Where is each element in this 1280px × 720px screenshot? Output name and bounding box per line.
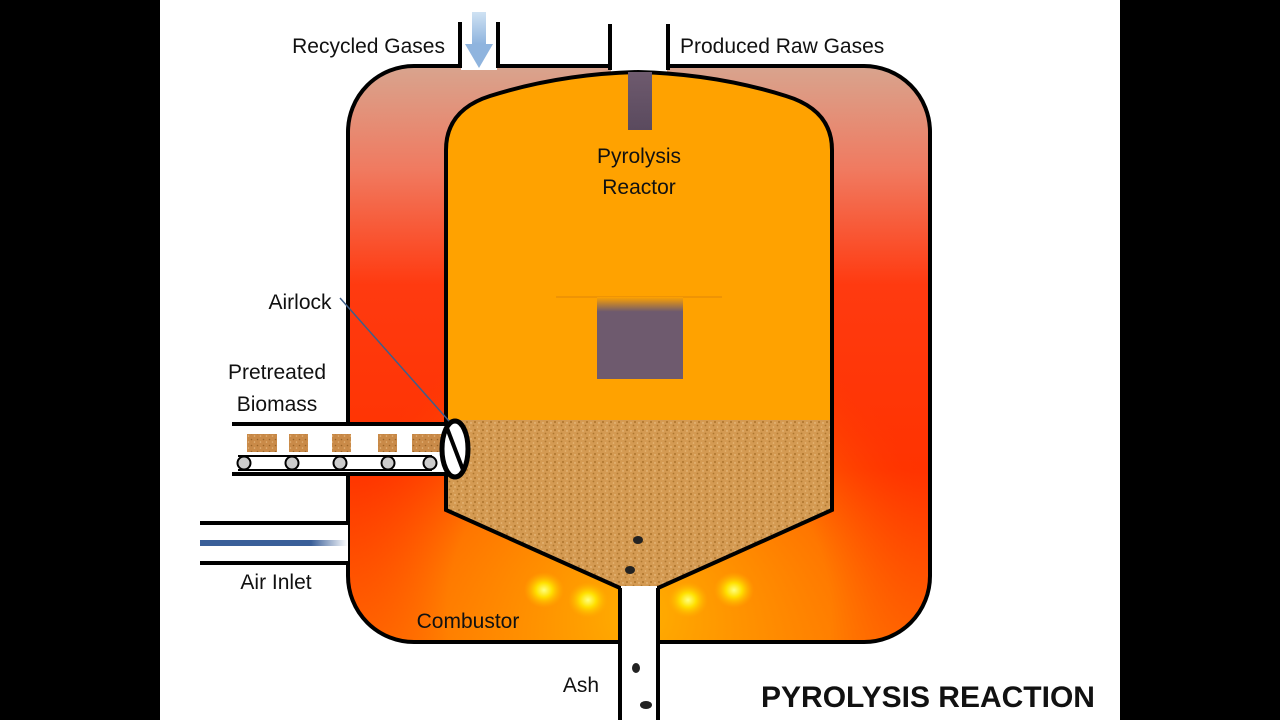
slide-title: PYROLYSIS REACTION [761, 681, 1095, 714]
char-particle [633, 536, 643, 544]
ash-outlet-pipe [618, 536, 660, 720]
produced-raw-gases-label: Produced Raw Gases [680, 35, 884, 58]
down-arrow-icon [465, 12, 493, 68]
ash-particle [632, 663, 640, 673]
char-particle [625, 566, 635, 574]
airlock-valve [439, 418, 471, 480]
biomass-chunk [289, 434, 308, 452]
gas-stem [628, 72, 652, 130]
biomass-chunk [247, 434, 277, 452]
pyrolysis-diagram: Recycled Gases Produced Raw Gases Pyroly… [200, 12, 1095, 720]
reactor-label-line2: Reactor [602, 176, 676, 199]
conveyor-rollers [236, 455, 438, 471]
biomass-conveyor [232, 422, 452, 476]
flames [524, 572, 754, 618]
airlock-leader-line [339, 297, 450, 422]
reactor-label-line1: Pyrolysis [597, 145, 681, 168]
reactor-block [556, 296, 722, 379]
raw-gas-outlet [608, 20, 670, 72]
biomass-label-line2: Biomass [237, 393, 318, 416]
biomass-label-line1: Pretreated [228, 361, 326, 384]
airlock-label: Airlock [268, 291, 332, 314]
slide: Recycled Gases Produced Raw Gases Pyroly… [160, 0, 1120, 720]
ash-label: Ash [563, 674, 599, 697]
ash-particle [640, 701, 652, 709]
combustor-label: Combustor [417, 610, 520, 633]
air-inlet-label: Air Inlet [240, 571, 311, 594]
air-inlet-pipe [200, 521, 350, 565]
biomass-chunk [378, 434, 397, 452]
biomass-chunk [412, 434, 442, 452]
biomass-chunk [332, 434, 351, 452]
recycled-gases-label: Recycled Gases [292, 35, 445, 58]
